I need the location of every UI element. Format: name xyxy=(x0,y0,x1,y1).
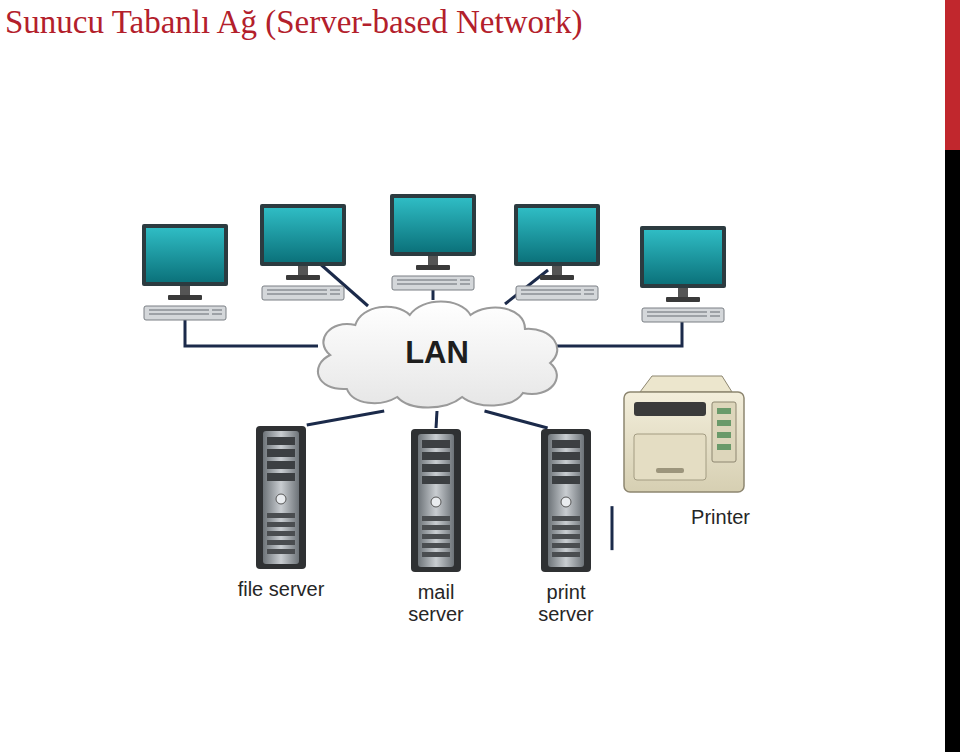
network-cable xyxy=(307,411,384,425)
network-cable xyxy=(485,411,548,428)
server-tower-art xyxy=(540,428,592,573)
device-label: Printer xyxy=(612,506,756,528)
accent-bar xyxy=(945,0,960,150)
network-cable xyxy=(436,411,437,428)
slide-title: Sunucu Tabanlı Ağ (Server-based Network) xyxy=(5,4,582,41)
server-tower: print server xyxy=(520,428,612,625)
network-label: LAN xyxy=(305,337,569,368)
network-cloud: LAN xyxy=(305,293,569,411)
device-label: file server xyxy=(235,578,327,600)
device-label: mail server xyxy=(390,581,482,625)
accent-bar xyxy=(945,150,960,752)
server-tower-art xyxy=(255,425,307,570)
server-tower: mail server xyxy=(390,428,482,625)
printer-device-art xyxy=(618,372,750,500)
server-tower: file server xyxy=(235,425,327,600)
printer-device: Printer xyxy=(612,372,756,528)
device-label: print server xyxy=(520,581,612,625)
server-tower-art xyxy=(410,428,462,573)
network-cable xyxy=(611,506,614,550)
